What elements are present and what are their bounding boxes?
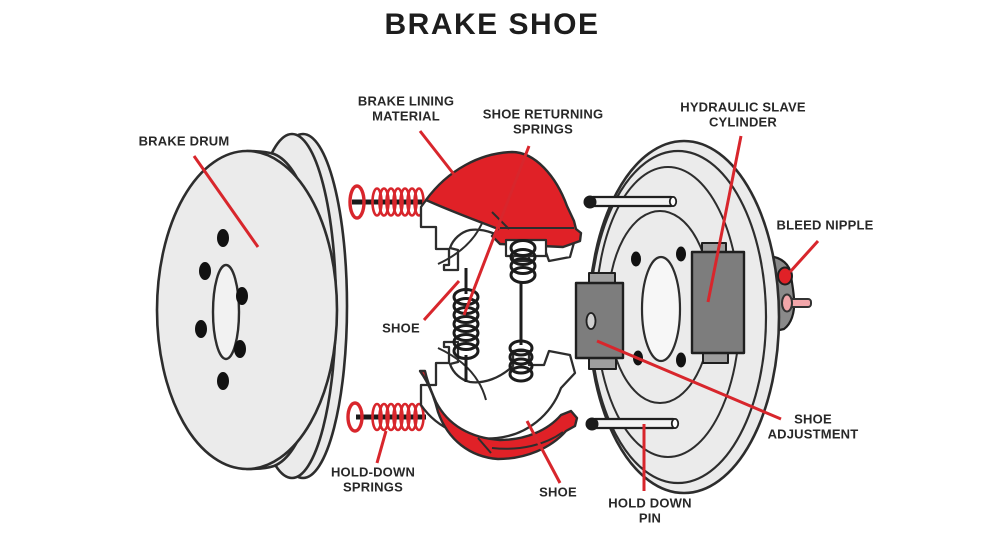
page-title: BRAKE SHOE <box>384 8 600 41</box>
leader-lines <box>192 130 820 491</box>
hold-down-pin-top <box>583 195 678 209</box>
brake-lining-bottom <box>418 369 579 461</box>
hold-down-spring-bottom <box>346 401 426 433</box>
leader-shoe-lower <box>525 420 562 484</box>
shoe-adjuster-graphic <box>574 272 625 370</box>
label-hold-down-springs: HOLD-DOWN SPRINGS <box>330 464 416 495</box>
hold-down-spring-top <box>348 184 425 220</box>
plate-bolt-holes <box>631 246 686 368</box>
shoe-returning-springs-graphic <box>452 239 537 383</box>
leader-brake-lining <box>418 130 458 178</box>
hydraulic-slave-cylinder-graphic <box>690 242 746 364</box>
hold-down-pin-bottom <box>585 417 680 431</box>
plate-hub-hole <box>640 255 682 363</box>
label-brake-lining-material: BRAKE LINING MATERIAL <box>357 93 455 124</box>
label-hydraulic-slave-cylinder: HYDRAULIC SLAVE CYLINDER <box>680 99 806 130</box>
label-shoe-lower: SHOE <box>539 484 577 500</box>
label-bleed-nipple: BLEED NIPPLE <box>776 217 874 233</box>
leader-shoe-upper <box>422 279 461 322</box>
leader-returning-springs <box>462 145 531 316</box>
label-hold-down-pin: HOLD DOWN PIN <box>608 495 692 526</box>
brake-drum-graphic <box>155 132 349 480</box>
label-shoe-returning-springs: SHOE RETURNING SPRINGS <box>482 106 604 137</box>
backing-plate-graphic <box>574 139 812 495</box>
brake-lining-top <box>424 150 583 249</box>
leader-hold-down-springs <box>375 430 388 464</box>
leader-brake-drum <box>192 155 260 248</box>
label-shoe-upper: SHOE <box>382 320 420 336</box>
leader-bleed-nipple <box>788 239 820 274</box>
label-shoe-adjustment: SHOE ADJUSTMENT <box>767 411 859 442</box>
leader-shoe-adjustment <box>596 339 782 421</box>
drum-hub-hole <box>211 263 241 361</box>
label-brake-drum: BRAKE DRUM <box>138 133 230 149</box>
leader-hydraulic-cylinder <box>706 135 743 303</box>
brake-shoe-bottom <box>418 340 579 461</box>
brake-shoe-top <box>419 150 583 272</box>
drum-bolt-holes <box>195 229 248 390</box>
